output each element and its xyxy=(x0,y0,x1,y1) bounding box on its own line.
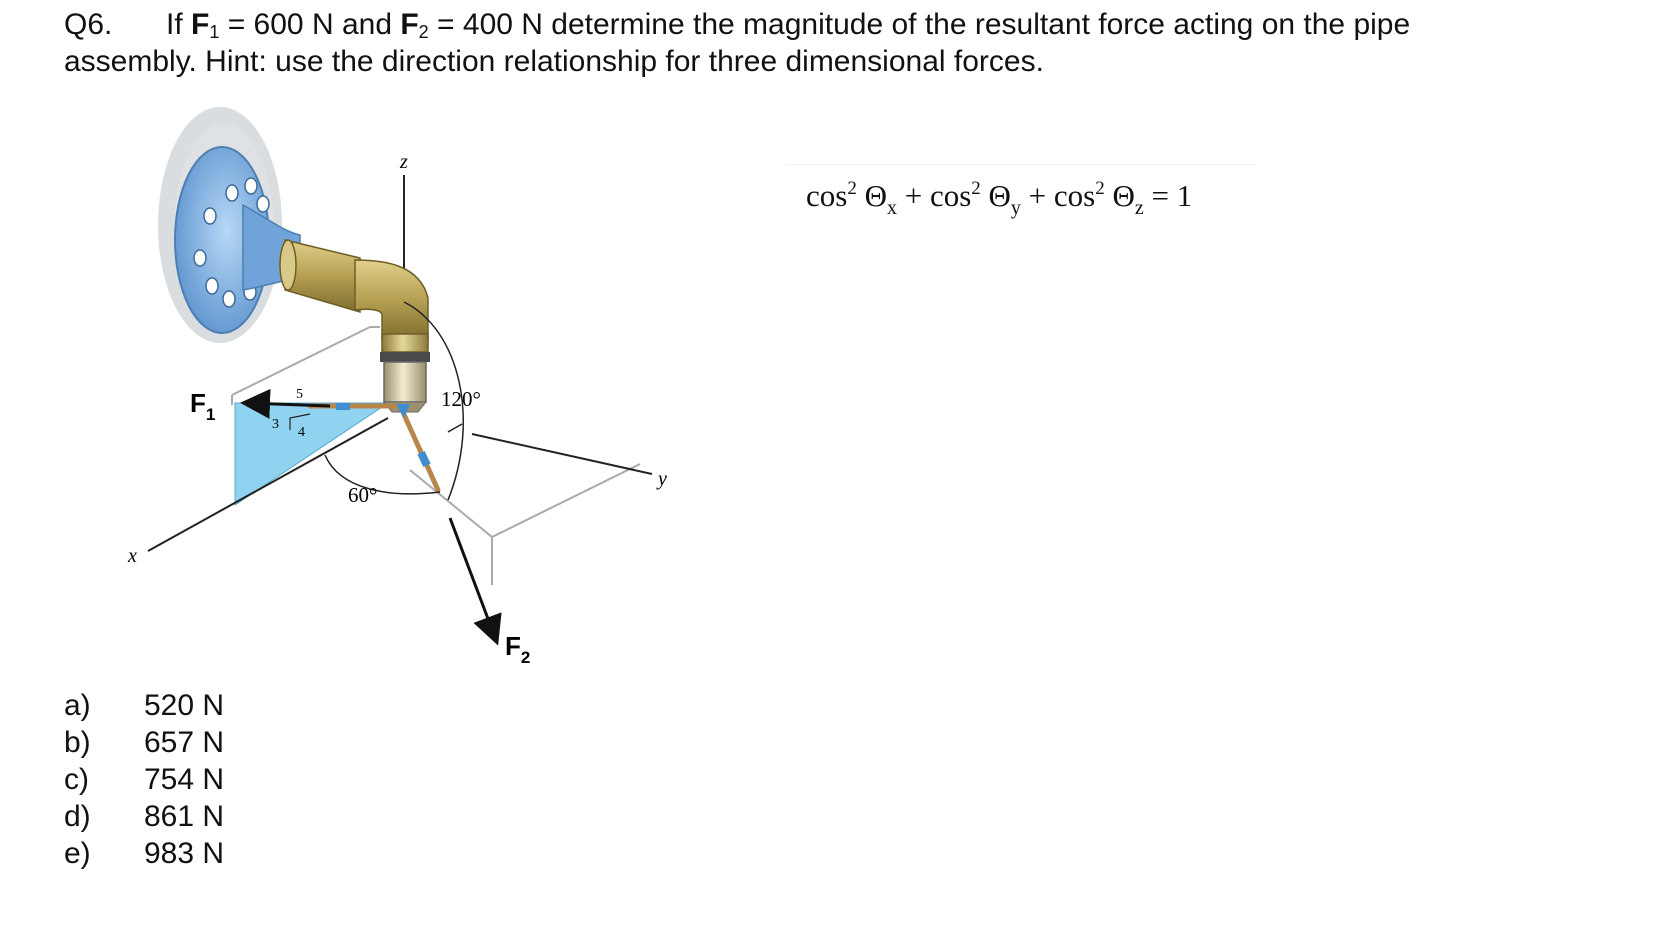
option-letter: c) xyxy=(64,763,89,796)
option-value: 657 N xyxy=(144,726,225,759)
slope-3-label: 3 xyxy=(272,417,279,432)
question-line-2: assembly. Hint: use the direction relati… xyxy=(64,45,1044,78)
direction-cosine-formula: cos2 Θx + cos2 Θy + cos2 Θz = 1 xyxy=(806,178,1193,219)
slope-5-label: 5 xyxy=(296,387,303,402)
option-b[interactable]: b) 657 N xyxy=(64,724,224,761)
question-line-1: Q6.If F1 = 600 N and F2 = 400 N determin… xyxy=(64,6,1624,43)
f2-value: = 400 N determine the magnitude of the r… xyxy=(437,8,1411,41)
f1-plane xyxy=(234,402,390,506)
flange xyxy=(174,146,301,334)
cos-term-z: cos2 Θz xyxy=(1053,178,1144,219)
plus-sign: + xyxy=(904,178,923,213)
f1-label: F1 xyxy=(190,388,215,424)
option-value: 861 N xyxy=(144,800,225,833)
f1-arrow xyxy=(240,388,331,419)
formula-divider xyxy=(786,164,1256,165)
option-letter: d) xyxy=(64,800,91,833)
f1-subscript: 1 xyxy=(209,22,220,42)
y-axis-label: y xyxy=(656,468,667,490)
z-axis-label: z xyxy=(399,151,408,173)
f1-symbol: F xyxy=(191,8,210,41)
cos-term-x: cos2 Θx xyxy=(806,178,897,219)
option-letter: a) xyxy=(64,689,91,722)
angle-60-label: 60° xyxy=(348,483,377,507)
question-if: If xyxy=(166,8,183,41)
plus-sign: + xyxy=(1028,178,1047,213)
option-value: 754 N xyxy=(144,763,225,796)
f2-arrow xyxy=(448,517,502,646)
f1-value: = 600 N and xyxy=(227,8,392,41)
x-axis-label: x xyxy=(127,545,137,567)
f2-subscript: 2 xyxy=(418,22,429,42)
option-letter: e) xyxy=(64,837,91,870)
option-a[interactable]: a) 520 N xyxy=(64,687,224,724)
answer-options: a) 520 N b) 657 N c) 754 N d) 861 N e) 9… xyxy=(64,687,224,872)
slope-triangle xyxy=(289,413,311,430)
y-axis xyxy=(471,433,653,475)
option-value: 520 N xyxy=(144,689,225,722)
f2-label: F2 xyxy=(505,631,530,667)
option-e[interactable]: e) 983 N xyxy=(64,835,224,872)
option-value: 983 N xyxy=(144,837,225,870)
option-letter: b) xyxy=(64,726,91,759)
option-c[interactable]: c) 754 N xyxy=(64,761,224,798)
question-number: Q6. xyxy=(64,8,113,41)
ground-plane xyxy=(231,326,641,585)
angle-120-label: 120° xyxy=(441,387,481,411)
cos-term-y: cos2 Θy xyxy=(929,178,1021,219)
angle-arcs xyxy=(324,301,465,501)
horizontal-pipe xyxy=(279,239,361,314)
f2-symbol: F xyxy=(400,8,419,41)
question-text: Q6.If F1 = 600 N and F2 = 400 N determin… xyxy=(64,6,1624,80)
option-d[interactable]: d) 861 N xyxy=(64,798,224,835)
slope-4-label: 4 xyxy=(298,425,305,440)
x-axis xyxy=(147,417,389,552)
equals-one: = 1 xyxy=(1151,178,1193,213)
vertical-pipe xyxy=(380,333,430,413)
